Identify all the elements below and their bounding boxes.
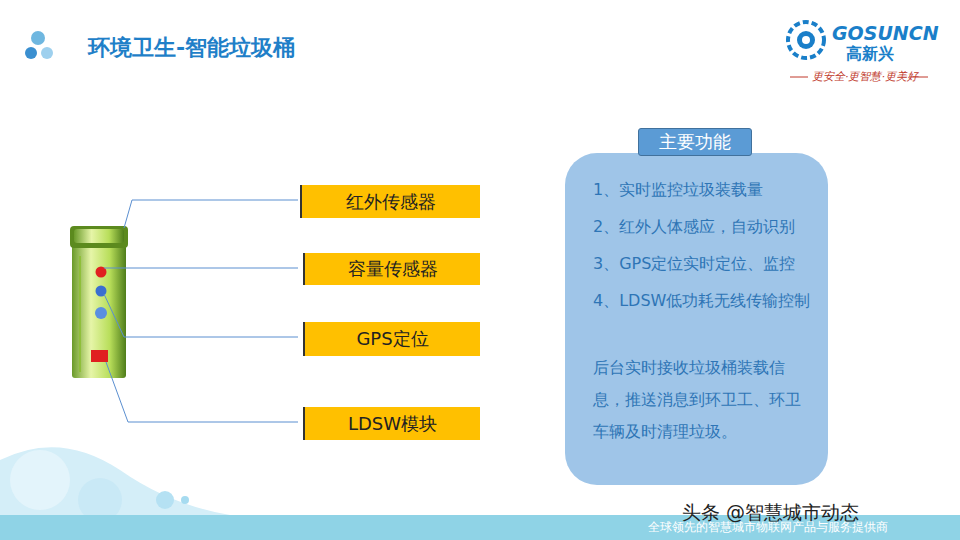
watermark: 头条 @智慧城市动态 (682, 500, 859, 526)
logo-text: GOSUNCN (832, 22, 939, 44)
box-label: LDSW模块 (348, 412, 437, 436)
logo-mark (788, 22, 824, 58)
slide-title: 环境卫生-智能垃圾桶 (88, 33, 295, 63)
function-text: 2、红外人体感应，自动识别 (593, 216, 816, 238)
trash-bin (70, 226, 128, 378)
slogan-dash (790, 77, 808, 78)
sensor-box: 容量传感器 (303, 253, 480, 285)
sensor-box: 红外传感器 (300, 185, 480, 218)
module-box: GPS定位 (303, 322, 480, 356)
box-label: 主要功能 (659, 130, 731, 154)
function-text: 4、LDSW低功耗无线传输控制 (593, 290, 816, 312)
function-text: 3、GPS定位实时定位、监控 (593, 253, 816, 275)
function-text: 1、实时监控垃圾装载量 (593, 179, 816, 201)
title-icon (25, 31, 53, 59)
leader-line (104, 200, 298, 422)
panel-heading: 主要功能 (638, 128, 752, 156)
box-label: 红外传感器 (346, 190, 436, 214)
box-label: 容量传感器 (348, 257, 438, 281)
box-label: GPS定位 (356, 327, 428, 351)
module-box: LDSW模块 (303, 407, 480, 440)
function-panel: 1、实时监控垃圾装载量 2、红外人体感应，自动识别 3、GPS定位实时定位、监控 4、… (565, 153, 828, 485)
logo-text: 高新兴 (846, 44, 894, 65)
slogan: 更安全·更智慧·更美好 (812, 69, 918, 84)
function-text: 后台实时接收垃圾桶装载信息，推送消息到环卫工、环卫车辆及时清理垃圾。 (593, 352, 816, 448)
